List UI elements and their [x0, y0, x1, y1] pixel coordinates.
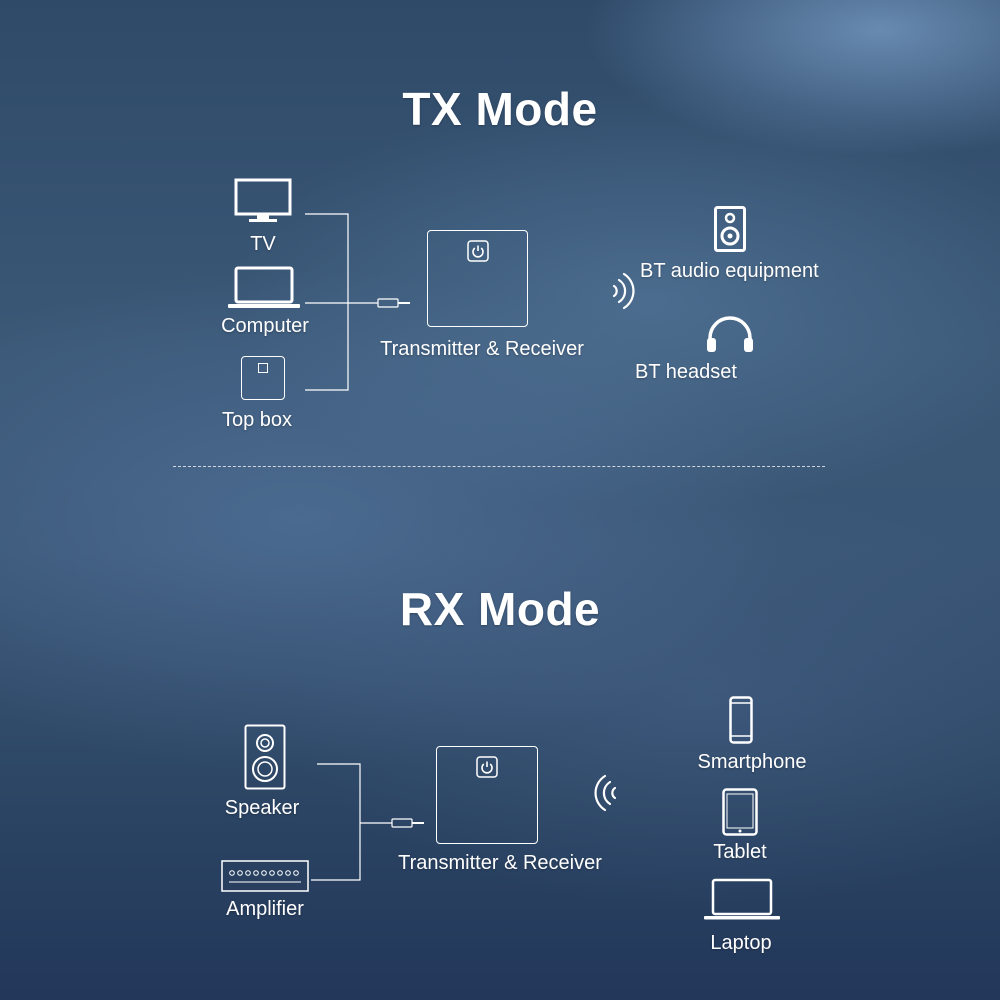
rx-output-label-speaker: Speaker [224, 797, 300, 819]
tx-target-label-bt-headset: BT headset [635, 361, 737, 383]
tx-device-label: Transmitter & Receiver [380, 338, 584, 360]
tv-icon [234, 178, 292, 222]
wireless-signal-icon [594, 774, 617, 812]
rx-source-label-smartphone: Smartphone [697, 751, 807, 773]
rx-output-label-amplifier: Amplifier [226, 898, 304, 920]
tx-source-label-computer: Computer [221, 315, 309, 337]
power-button-icon [476, 756, 498, 778]
speaker-icon [714, 206, 746, 252]
rx-device-label: Transmitter & Receiver [398, 852, 602, 874]
amplifier-icon [221, 860, 309, 892]
rx-source-label-laptop: Laptop [710, 932, 772, 954]
set-top-box-icon [241, 356, 285, 400]
rx-transmitter-receiver-device [436, 746, 538, 844]
wireless-signal-icon [612, 272, 635, 310]
tx-mode-title: TX Mode [402, 83, 598, 135]
rx-source-label-tablet: Tablet [713, 841, 767, 863]
laptop-icon [704, 878, 780, 920]
smartphone-icon [729, 696, 753, 744]
headphones-icon [707, 316, 753, 352]
tx-transmitter-receiver-device [427, 230, 528, 327]
section-divider [173, 466, 825, 467]
rx-mode-title: RX Mode [399, 583, 601, 635]
speaker-icon [244, 724, 286, 790]
tablet-icon [722, 788, 758, 836]
power-button-icon [467, 240, 489, 262]
tx-target-label-bt-audio: BT audio equipment [640, 260, 819, 282]
tx-source-label-top-box: Top box [221, 409, 293, 431]
laptop-icon [228, 266, 300, 308]
tx-source-label-tv: TV [250, 233, 276, 255]
